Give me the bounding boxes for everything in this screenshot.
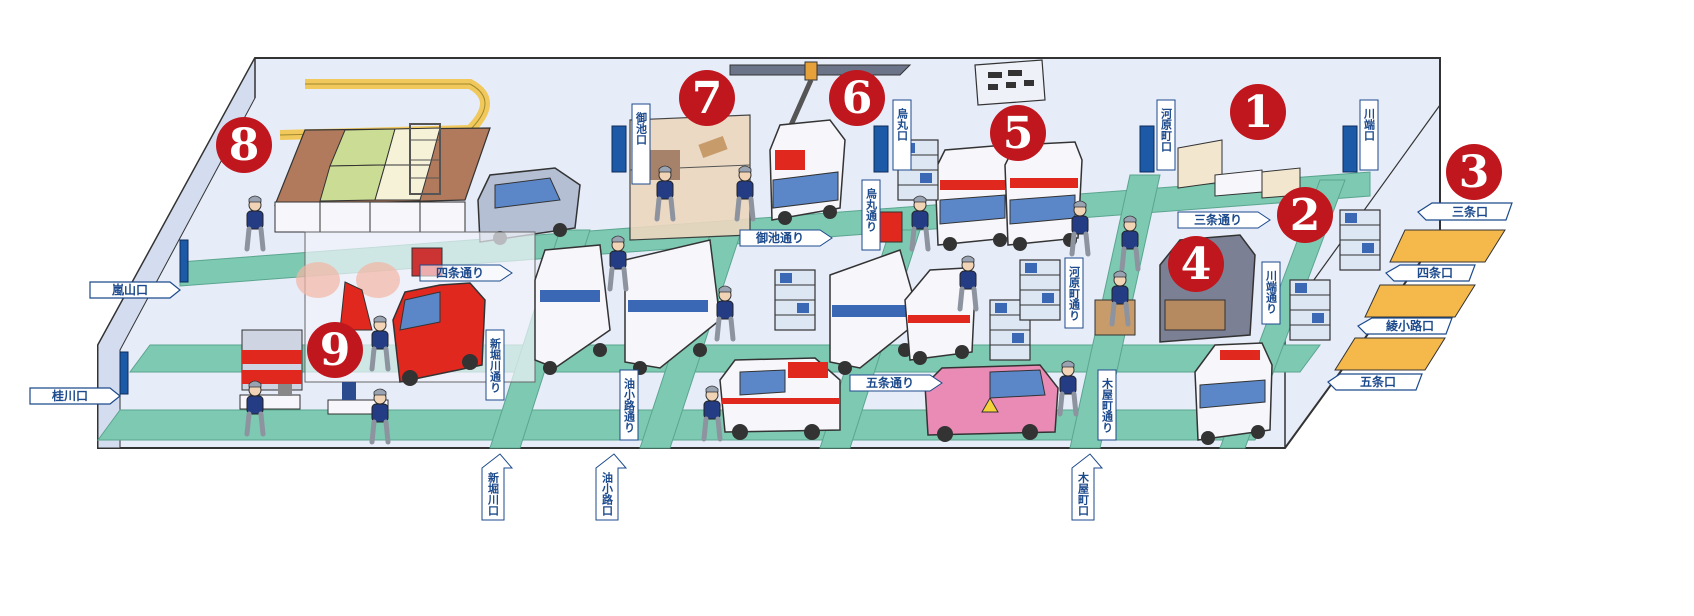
street-sign-shijo: 四条通り xyxy=(419,264,513,282)
marker-5-label: 5 xyxy=(1003,108,1034,159)
street-label-sanjo: 三条通り xyxy=(1194,212,1242,227)
street-label-shinhorikawa: 新堀川通り xyxy=(489,337,503,393)
door-karasuma xyxy=(873,125,889,173)
doors xyxy=(119,125,1358,395)
exit-sign-arashiyama: 嵐山口 xyxy=(89,281,181,299)
exit-label-kiyamachi: 木屋町口 xyxy=(1077,471,1091,517)
exit-label-arashiyama: 嵐山口 xyxy=(112,282,148,297)
exit-label-gojo: 五条口 xyxy=(1360,374,1396,389)
marker-7-label: 7 xyxy=(692,73,723,124)
exit-sign-kamogawa: 川端口 xyxy=(1359,99,1379,171)
street-sign-kawaramachi: 河原町通り xyxy=(1064,257,1084,329)
street-sign-kawabata: 川端通り xyxy=(1261,261,1281,325)
marker-9[interactable]: 9 xyxy=(307,322,363,378)
street-label-kawabata: 川端通り xyxy=(1265,270,1279,314)
exit-label-aburanokoji: 油小路口 xyxy=(601,471,615,517)
exit-sign-kawaramachi: 河原町口 xyxy=(1156,99,1176,171)
street-sign-karasuma: 烏丸通り xyxy=(861,179,881,251)
marker-3-label: 3 xyxy=(1459,147,1490,198)
marker-6-label: 6 xyxy=(842,73,873,124)
street-label-oike: 御池通り xyxy=(755,230,804,245)
marker-2-label: 2 xyxy=(1290,190,1321,241)
street-label-shijo: 四条通り xyxy=(436,265,484,280)
street-sign-kiyamachi: 木屋町通り xyxy=(1097,369,1117,441)
exit-sign-gojo: 五条口 xyxy=(1327,373,1423,391)
street-sign-sanjo: 三条通り xyxy=(1177,211,1271,229)
exit-label-sanjo: 三条口 xyxy=(1452,204,1488,219)
marker-1-label: 1 xyxy=(1243,87,1274,138)
pink-van xyxy=(924,364,1059,442)
marker-7[interactable]: 7 xyxy=(679,70,735,126)
area-5-ambulances xyxy=(871,139,1088,254)
door-katsuragawa xyxy=(119,351,129,395)
street-label-aburanokoji: 油小路通り xyxy=(623,377,637,433)
exit-label-kamogawa: 川端口 xyxy=(1363,108,1377,142)
street-sign-gojo: 五条通り xyxy=(849,374,943,392)
marker-3[interactable]: 3 xyxy=(1446,144,1502,200)
exit-label-katsuragawa: 桂川口 xyxy=(51,388,88,403)
street-label-gojo: 五条通り xyxy=(866,375,914,390)
exit-sign-shinhorikawa: 新堀川口 xyxy=(481,453,514,521)
shelf-centre-3 xyxy=(1019,259,1061,321)
exit-label-karasuma: 烏丸口 xyxy=(896,107,910,142)
street-label-karasuma: 烏丸通り xyxy=(865,187,879,232)
parking-bays xyxy=(1334,229,1506,371)
bus-3 xyxy=(829,249,921,375)
marker-8-label: 8 xyxy=(229,120,260,171)
street-label-kiyamachi: 木屋町通り xyxy=(1101,377,1115,433)
exit-sign-aburanokoji: 油小路口 xyxy=(595,453,628,521)
fire-truck xyxy=(392,282,486,386)
exit-sign-kiyamachi: 木屋町口 xyxy=(1071,453,1104,521)
ambulance-lower xyxy=(719,357,841,440)
exit-sign-ayanokoji: 綾小路口 xyxy=(1357,317,1453,335)
shelf-centre-1 xyxy=(774,269,816,331)
marker-6[interactable]: 6 xyxy=(829,70,885,126)
shelf-right-1 xyxy=(1289,279,1331,341)
exit-label-shijo: 四条口 xyxy=(1417,265,1453,280)
marker-4-label: 4 xyxy=(1181,239,1212,290)
exit-label-oike: 御池口 xyxy=(635,111,649,146)
exit-label-ayanokoji: 綾小路口 xyxy=(1386,318,1434,333)
street-sign-oike: 御池通り xyxy=(739,229,833,247)
control-panel xyxy=(974,59,1046,106)
exit-sign-shijo: 四条口 xyxy=(1385,264,1476,282)
street-sign-aburanokoji: 油小路通り xyxy=(619,369,639,441)
bus-1 xyxy=(534,244,611,375)
door-kawaramachi xyxy=(1139,125,1155,173)
marker-2[interactable]: 2 xyxy=(1277,187,1333,243)
area-6-crane xyxy=(729,61,912,225)
exit-sign-karasuma: 烏丸口 xyxy=(892,99,912,171)
marker-1[interactable]: 1 xyxy=(1230,84,1286,140)
exit-sign-oike: 御池口 xyxy=(631,103,651,185)
door-oike xyxy=(611,125,627,173)
shelf-right-2 xyxy=(1339,209,1381,271)
area-1-boxes xyxy=(1177,139,1301,199)
door-arashiyama xyxy=(179,239,189,283)
ambulance-right xyxy=(1194,342,1273,445)
marker-5[interactable]: 5 xyxy=(990,105,1046,161)
marker-9-label: 9 xyxy=(320,325,351,376)
exit-sign-katsuragawa: 桂川口 xyxy=(29,387,121,405)
exit-sign-sanjo: 三条口 xyxy=(1417,202,1513,221)
marker-4[interactable]: 4 xyxy=(1168,236,1224,292)
marker-8[interactable]: 8 xyxy=(216,117,272,173)
exit-label-kawaramachi: 河原町口 xyxy=(1160,107,1173,153)
exit-label-shinhorikawa: 新堀川口 xyxy=(487,471,501,517)
markers: 1 2 3 4 5 6 7 8 xyxy=(216,70,1502,378)
street-sign-shinhorikawa: 新堀川通り xyxy=(485,329,505,401)
street-label-kawaramachi: 河原町通り xyxy=(1068,265,1081,321)
door-kawabata xyxy=(1342,125,1358,173)
